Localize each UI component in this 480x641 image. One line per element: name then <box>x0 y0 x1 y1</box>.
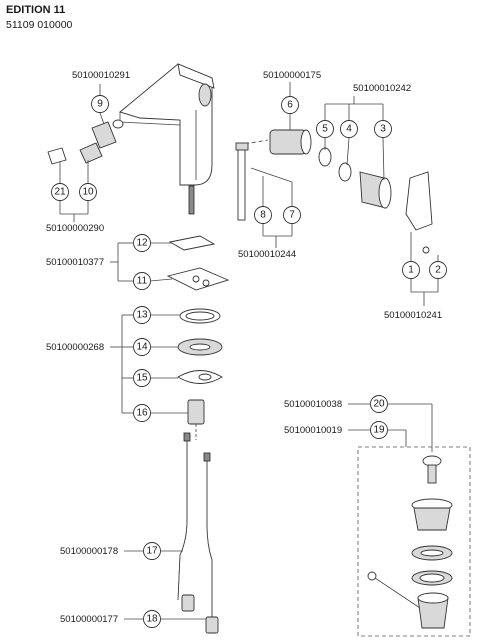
svg-text:20: 20 <box>373 399 385 410</box>
mounting-gasket <box>168 235 216 251</box>
svg-text:10: 10 <box>82 187 94 198</box>
callout-6: 6 <box>281 96 299 114</box>
callout-9: 9 <box>91 95 109 113</box>
callout-3: 3 <box>374 120 392 138</box>
svg-text:21: 21 <box>54 187 66 198</box>
callout-19: 19 <box>370 421 388 439</box>
callout-4: 4 <box>340 120 358 138</box>
svg-text:7: 7 <box>289 210 295 221</box>
svg-text:17: 17 <box>146 546 158 557</box>
callout-18: 18 <box>143 610 161 628</box>
part-number-3-4-5: 50100010242 <box>353 83 411 94</box>
svg-text:3: 3 <box>380 124 386 135</box>
washers <box>177 308 223 384</box>
part-number-13-16: 50100000268 <box>46 342 104 353</box>
mounting-plate <box>166 267 230 291</box>
lift-rod <box>235 142 249 221</box>
svg-text:12: 12 <box>136 238 148 249</box>
callout-10: 10 <box>79 183 97 201</box>
svg-text:6: 6 <box>287 100 293 111</box>
part-number-6: 50100000175 <box>263 70 321 81</box>
part-number-21-10: 50100000290 <box>46 223 104 234</box>
part-number-12-11: 50100010377 <box>46 257 104 268</box>
callout-12: 12 <box>133 234 151 252</box>
aerator-assembly <box>47 119 124 165</box>
supply-hoses <box>177 432 219 634</box>
faucet-body <box>119 63 215 215</box>
fixing-nut <box>187 399 205 440</box>
part-number-9: 50100010291 <box>72 70 130 81</box>
callout-13: 13 <box>133 306 151 324</box>
svg-text:9: 9 <box>97 99 103 110</box>
svg-text:13: 13 <box>136 310 148 321</box>
svg-text:11: 11 <box>137 276 148 287</box>
callout-21: 21 <box>51 183 69 201</box>
part-number-20: 50100010038 <box>284 399 342 410</box>
cartridge-assembly <box>237 129 433 254</box>
part-number-18: 50100000177 <box>60 614 118 625</box>
part-number-17: 50100000178 <box>60 546 118 557</box>
callout-2: 2 <box>429 261 447 279</box>
callout-15: 15 <box>133 369 151 387</box>
callout-20: 20 <box>370 395 388 413</box>
waste-set-assembly <box>357 446 471 637</box>
svg-text:18: 18 <box>146 614 158 625</box>
callout-5: 5 <box>316 120 334 138</box>
svg-text:19: 19 <box>373 425 385 436</box>
callout-16: 16 <box>133 404 151 422</box>
svg-text:2: 2 <box>435 265 441 276</box>
callout-14: 14 <box>133 338 151 356</box>
callout-8: 8 <box>254 206 272 224</box>
svg-text:8: 8 <box>260 210 266 221</box>
callout-1: 1 <box>402 261 420 279</box>
svg-text:4: 4 <box>346 124 352 135</box>
callout-7: 7 <box>283 206 301 224</box>
leader-lines <box>59 82 439 620</box>
part-number-labels: 50100010291 50100000175 50100010242 5010… <box>46 70 442 625</box>
svg-text:14: 14 <box>136 342 148 353</box>
diagram-article-number: 51109 010000 <box>6 19 73 31</box>
part-number-19: 50100010019 <box>284 425 342 436</box>
diagram-title: EDITION 11 <box>6 4 66 16</box>
callout-11: 11 <box>133 272 151 290</box>
svg-text:1: 1 <box>408 265 414 276</box>
svg-text:5: 5 <box>322 124 328 135</box>
svg-text:15: 15 <box>136 373 148 384</box>
callout-17: 17 <box>143 542 161 560</box>
svg-text:16: 16 <box>136 408 148 419</box>
part-number-1-2: 50100010241 <box>384 310 442 321</box>
part-number-8-7: 50100010244 <box>238 249 296 260</box>
